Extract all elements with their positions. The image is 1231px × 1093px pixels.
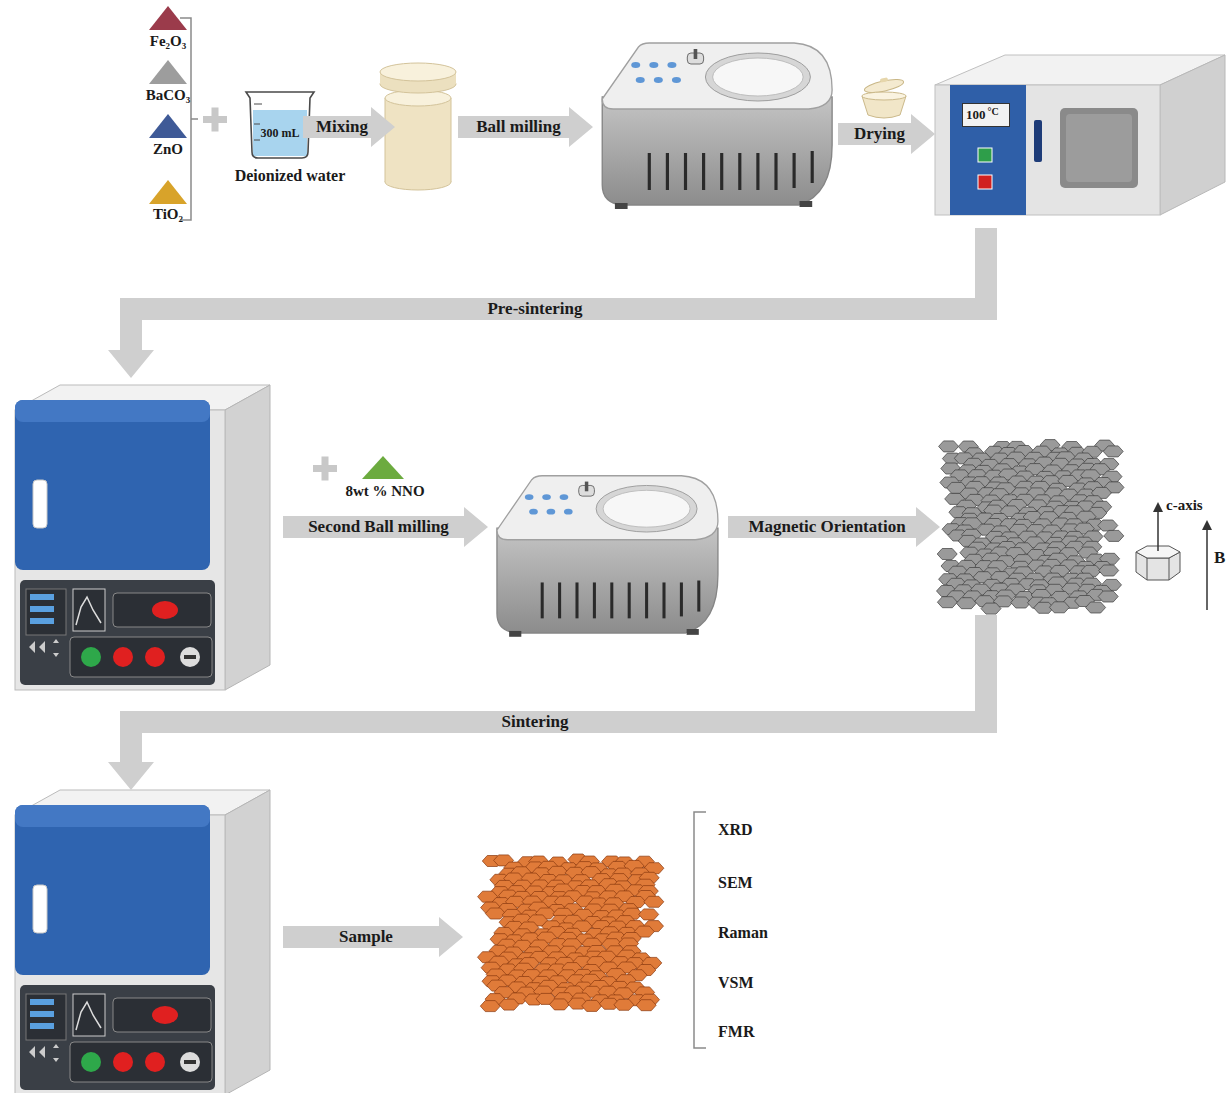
process-arrow: Second Ball milling — [283, 507, 488, 547]
arrow-shape — [303, 107, 395, 147]
technique-label: VSM — [718, 973, 754, 992]
arrow-shape — [108, 615, 997, 790]
crucible — [862, 77, 906, 118]
step-label: Sintering — [501, 712, 568, 732]
reagent-triangle — [149, 60, 187, 84]
platelet — [499, 999, 519, 1010]
process-arrow: Ball milling — [458, 107, 593, 147]
platelet — [480, 1001, 500, 1012]
water — [253, 110, 307, 156]
step-label: Magnetic Orientation — [748, 517, 905, 537]
axis-label: c-axis — [1166, 496, 1203, 514]
platelet — [956, 598, 976, 609]
platelet — [582, 1000, 602, 1011]
arrow-shape — [283, 917, 463, 957]
reagent-triangle — [149, 114, 187, 138]
arrow-shape — [838, 114, 935, 154]
platelet — [1099, 565, 1119, 576]
plus-symbol — [313, 457, 337, 481]
step-label: Ball milling — [476, 117, 561, 137]
reagent-name: Fe₂O₃ — [150, 32, 186, 50]
furnace — [15, 385, 270, 690]
process-arrow: Sample — [283, 917, 463, 957]
reagent-name: TiO₂ — [153, 205, 183, 223]
technique-label: XRD — [718, 820, 753, 839]
process-arrow: Sintering — [108, 615, 1000, 790]
temperature-value: 100 — [966, 107, 986, 123]
volume-label: 300 mL — [261, 126, 300, 140]
platelet — [636, 1000, 656, 1011]
ball-mill — [602, 43, 832, 209]
platelet — [1104, 530, 1124, 541]
display-frame — [963, 104, 1010, 127]
platelet — [937, 549, 957, 560]
bracket — [694, 812, 706, 1048]
step-label: Drying — [854, 124, 905, 144]
reagent-name: BaCO₃ — [146, 86, 191, 104]
platelet — [614, 999, 634, 1010]
plus-symbol — [203, 108, 227, 132]
platelet — [939, 441, 959, 452]
platelet — [485, 908, 505, 919]
hexagonal-prism — [1136, 546, 1180, 580]
platelet — [644, 896, 664, 907]
additive-triangle — [362, 456, 404, 479]
process-arrow: Magnetic Orientation — [728, 507, 940, 547]
sintered-platelets — [478, 854, 664, 1012]
beaker: 300 mL Deionized water — [220, 90, 360, 192]
field-label: B — [1214, 548, 1225, 568]
process-arrow: Drying — [838, 114, 935, 154]
step-label: Pre-sintering — [487, 299, 582, 319]
furnace — [15, 790, 270, 1093]
technique-label: Raman — [718, 923, 768, 942]
platelet — [550, 999, 570, 1010]
beaker-caption: Deionized water — [235, 166, 346, 185]
ball-mill — [497, 476, 718, 637]
oven-display: 100°C — [962, 103, 1010, 127]
arrow-shape — [108, 228, 997, 378]
arrow-shape — [458, 107, 593, 147]
step-label: Mixing — [316, 117, 368, 137]
drying-oven — [935, 55, 1225, 215]
step-label: Second Ball milling — [308, 517, 449, 537]
arrow-shape — [283, 507, 488, 547]
additive-label: 8wt % NNO — [345, 482, 424, 500]
platelet — [981, 603, 1001, 614]
platelet — [639, 909, 659, 920]
temperature-unit: °C — [988, 106, 999, 118]
reagent-triangle — [149, 180, 187, 204]
process-arrow: Pre-sintering — [108, 228, 1000, 378]
platelet — [1098, 591, 1118, 602]
field-arrow — [1202, 520, 1212, 610]
technique-label: FMR — [718, 1022, 754, 1041]
platelet — [1098, 520, 1118, 531]
c-axis-arrow — [1153, 502, 1163, 551]
reagent-name: ZnO — [153, 140, 183, 158]
technique-label: SEM — [718, 873, 753, 892]
platelet — [1103, 446, 1123, 457]
arrow-shape — [728, 507, 940, 547]
oriented-platelets — [937, 440, 1125, 614]
node-outline — [108, 615, 1000, 790]
platelet — [1086, 602, 1106, 613]
platelet — [937, 597, 957, 608]
process-arrow: Mixing — [303, 107, 395, 147]
step-label: Sample — [339, 927, 393, 947]
platelet — [1049, 602, 1069, 613]
